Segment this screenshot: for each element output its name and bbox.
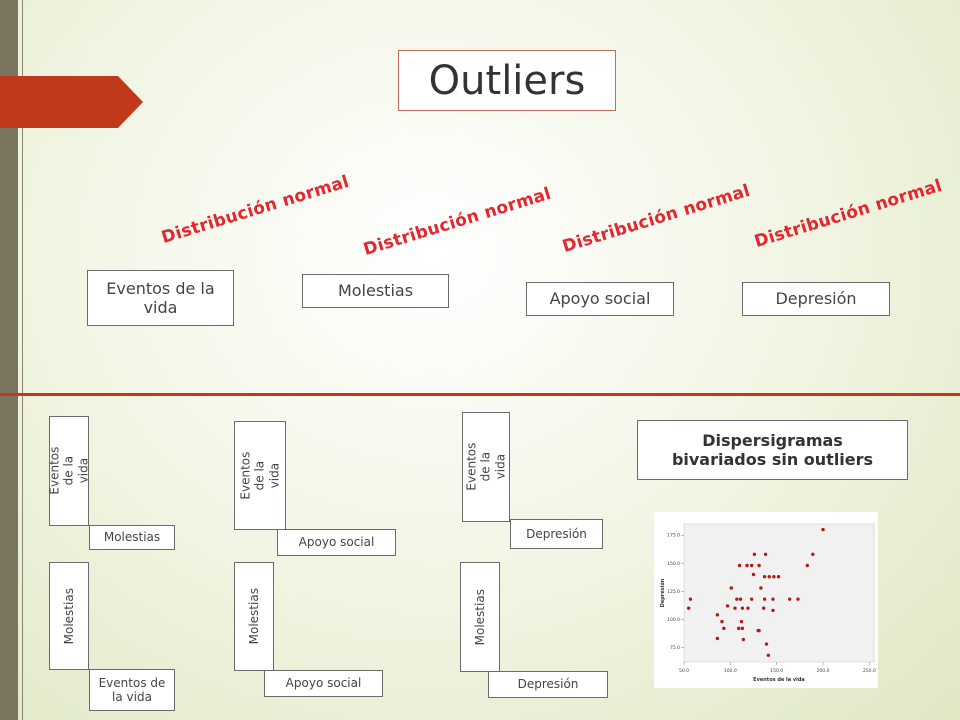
- left-accent-bar: [0, 0, 18, 720]
- variable-box-eventos: Eventos de la vida: [87, 270, 234, 326]
- data-point: [740, 606, 745, 610]
- x-tick-label: 50.0: [679, 668, 689, 674]
- data-point: [771, 608, 775, 613]
- data-point: [762, 606, 766, 610]
- y-tick-label: 75.0: [670, 645, 680, 651]
- pair-3-top-vertical-label: Eventos de la vida: [462, 412, 510, 522]
- pair-1-bottom-horizontal-label: Eventos de la vida: [89, 669, 175, 711]
- x-tick-label: 200.0: [817, 668, 830, 674]
- data-point: [736, 626, 741, 631]
- title-arrow-decoration: [0, 76, 143, 128]
- section-divider: [0, 393, 960, 396]
- pair-2-top-horizontal-label: Apoyo social: [277, 529, 396, 556]
- data-point: [762, 597, 767, 601]
- chart-plot-area: [683, 523, 875, 663]
- data-point: [737, 563, 742, 568]
- data-point: [796, 597, 800, 601]
- data-point: [805, 563, 809, 568]
- data-point: [757, 628, 761, 633]
- x-tick-label: 100.0: [724, 668, 737, 674]
- data-point: [751, 572, 756, 577]
- data-point: [722, 626, 726, 631]
- pair-1-top-horizontal-label: Molestias: [89, 525, 175, 550]
- data-point: [764, 642, 769, 646]
- pair-3-top-horizontal-label: Depresión: [510, 519, 603, 549]
- pair-1-bottom-vertical-label: Molestias: [49, 562, 89, 670]
- data-point: [766, 653, 771, 657]
- normal-distribution-label-3: Distribución normal: [560, 180, 753, 257]
- slide-title: Outliers: [398, 50, 616, 111]
- data-point: [746, 606, 750, 610]
- data-point: [715, 613, 720, 617]
- pair-2-bottom-horizontal-label: Apoyo social: [264, 670, 383, 697]
- data-point: [720, 619, 724, 624]
- data-point: [725, 604, 730, 608]
- y-tick-label: 100.0: [667, 617, 680, 623]
- variable-box-molestias: Molestias: [302, 274, 449, 308]
- data-point: [763, 552, 768, 556]
- data-point: [741, 637, 746, 642]
- data-point: [686, 606, 691, 610]
- data-point: [738, 597, 743, 601]
- data-point: [745, 563, 749, 568]
- left-accent-line: [22, 0, 23, 720]
- data-point: [776, 575, 781, 579]
- x-tick-label: 150.0: [770, 668, 783, 674]
- y-tick-label: 125.0: [667, 589, 680, 595]
- pair-3-bottom-horizontal-label: Depresión: [488, 671, 608, 698]
- data-point: [767, 575, 771, 579]
- data-point: [749, 597, 754, 601]
- data-point: [811, 552, 815, 556]
- normal-distribution-label-4: Distribución normal: [752, 175, 945, 252]
- pair-3-bottom-vertical-label: Molestias: [460, 562, 500, 672]
- data-point: [735, 597, 739, 601]
- y-axis-label: Depresión: [659, 578, 666, 607]
- data-point: [733, 606, 737, 610]
- scatter-chart: 50.0 100.0 150.0 200.0 250.0 75.0 100.0 125.0 15…: [654, 512, 878, 688]
- data-point: [821, 527, 825, 532]
- variable-box-apoyo-social: Apoyo social: [526, 282, 674, 316]
- data-point: [715, 636, 720, 641]
- data-point: [729, 586, 733, 590]
- data-point: [759, 586, 763, 590]
- normal-distribution-label-2: Distribución normal: [361, 183, 554, 260]
- variable-box-depresion: Depresión: [742, 282, 890, 316]
- scatter-caption: Dispersigramas bivariados sin outliers: [637, 420, 908, 480]
- data-point: [771, 597, 775, 601]
- pair-2-top-vertical-label: Eventos de la vida: [234, 421, 286, 530]
- x-axis-label: Eventos de la vida: [753, 677, 805, 683]
- data-point: [752, 552, 757, 556]
- data-point: [688, 597, 693, 601]
- data-point: [762, 575, 767, 579]
- data-point: [787, 597, 792, 601]
- data-point: [757, 563, 761, 568]
- data-point: [739, 619, 744, 624]
- x-tick-label: 250.0: [863, 668, 876, 674]
- y-tick-label: 150.0: [667, 561, 680, 567]
- pair-2-bottom-vertical-label: Molestias: [234, 562, 274, 671]
- data-point: [749, 563, 754, 568]
- y-tick-label: 175.0: [667, 533, 680, 539]
- pair-1-top-vertical-label: Eventos de la vida: [47, 416, 90, 526]
- normal-distribution-label-1: Distribución normal: [159, 171, 352, 248]
- data-point: [772, 575, 776, 579]
- data-point: [740, 626, 745, 631]
